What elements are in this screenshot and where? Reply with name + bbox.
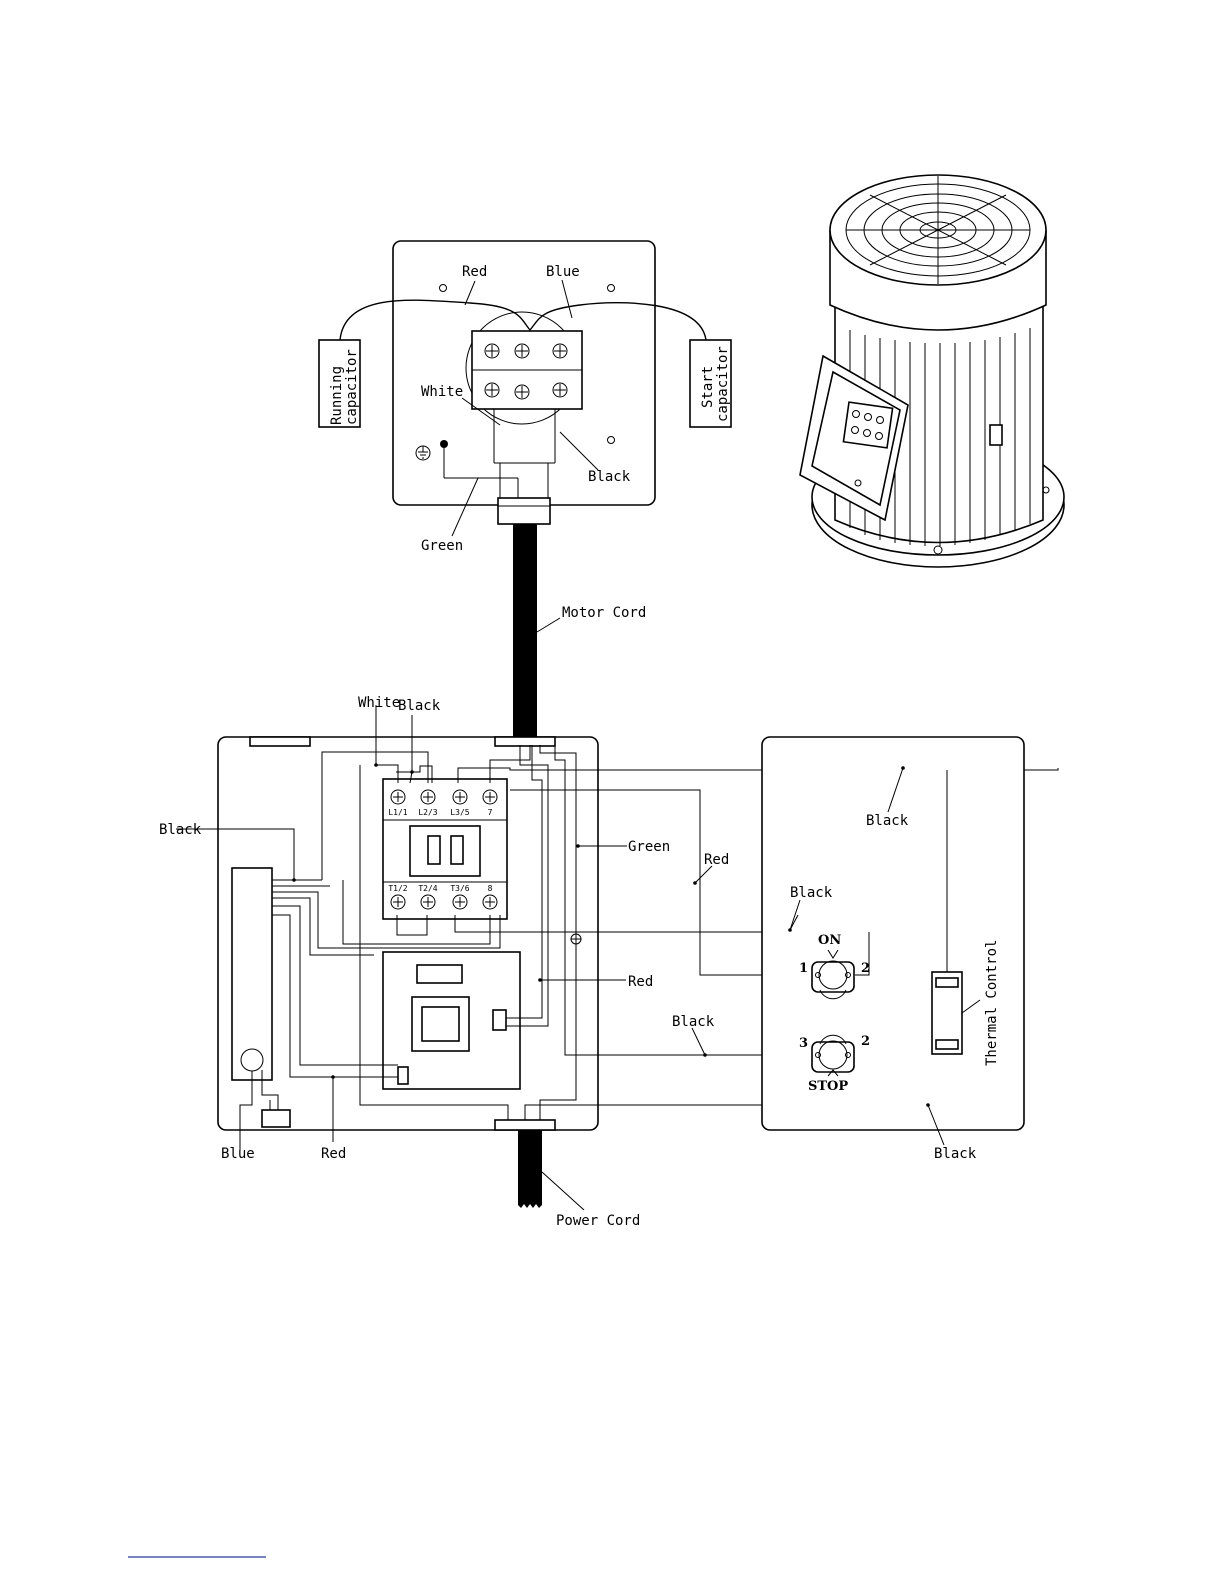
contactor-top-terminal-label: L2/3 — [418, 808, 437, 817]
contactor-top-terminal-label: 7 — [488, 808, 493, 817]
motor-cord — [513, 524, 537, 740]
start-relay-strip — [232, 868, 272, 1080]
contactor-bottom-terminal-label: 8 — [488, 884, 493, 893]
power-cord-label: Power Cord — [556, 1213, 640, 1229]
switch-black-lower-label: Black — [672, 1014, 715, 1030]
motor-illustration — [800, 175, 1064, 567]
control-blue-label: Blue — [221, 1146, 255, 1162]
running-capacitor-line2: capacitor — [344, 349, 360, 425]
motor-green-label: Green — [421, 538, 463, 554]
start-capacitor-line2: capacitor — [715, 346, 731, 422]
contactor-bottom-terminal-label: T3/6 — [450, 884, 469, 893]
contactor-bottom-terminal-label: T2/4 — [418, 884, 437, 893]
on-switch-label: ON — [818, 933, 841, 948]
switch-box: ON 1 2 STOP 3 2 Thermal Control Black Bl… — [672, 737, 1024, 1162]
running-capacitor-line1: Running — [329, 366, 345, 425]
running-capacitor: Running capacitor — [319, 340, 360, 427]
contactor: L1/1 L2/3 L3/5 7 T1/2 T2/4 T3/6 8 — [383, 779, 507, 919]
contactor-bottom-terminal-label: T1/2 — [388, 884, 407, 893]
contactor-top-terminal-label: L3/5 — [450, 808, 469, 817]
control-red-bottom-label: Red — [321, 1146, 346, 1162]
contactor-top-terminal-label: L1/1 — [388, 808, 407, 817]
control-black-left-label: Black — [159, 822, 202, 838]
start-capacitor: Start capacitor — [690, 340, 731, 427]
on-switch-terminal-2: 2 — [861, 961, 870, 976]
switch-black-mid-label: Black — [790, 885, 833, 901]
control-white-label: White — [358, 695, 400, 711]
motor-cord-label: Motor Cord — [562, 605, 646, 621]
motor-white-label: White — [421, 384, 463, 400]
start-capacitor-line1: Start — [700, 366, 716, 408]
motor-red-label: Red — [462, 264, 487, 280]
ground-screw-icon — [440, 440, 448, 448]
stop-switch-terminal-3: 3 — [799, 1036, 808, 1051]
control-green-label: Green — [628, 839, 670, 855]
control-red-right-label: Red — [628, 974, 653, 990]
motor-black-label: Black — [588, 469, 631, 485]
motor-terminal-box: Red Blue White Black Green — [340, 241, 706, 554]
power-cord — [518, 1130, 542, 1208]
stop-switch-terminal-2: 2 — [861, 1034, 870, 1049]
thermal-control-label: Thermal Control — [984, 940, 1000, 1066]
stop-switch-label: STOP — [808, 1079, 848, 1094]
motor-blue-label: Blue — [546, 264, 580, 280]
on-switch-terminal-1: 1 — [799, 961, 808, 976]
switch-black-top-label: Black — [866, 813, 909, 829]
switch-black-bottom-label: Black — [934, 1146, 977, 1162]
control-red-mid-label: Red — [704, 852, 729, 868]
control-black-top-label: Black — [398, 698, 441, 714]
